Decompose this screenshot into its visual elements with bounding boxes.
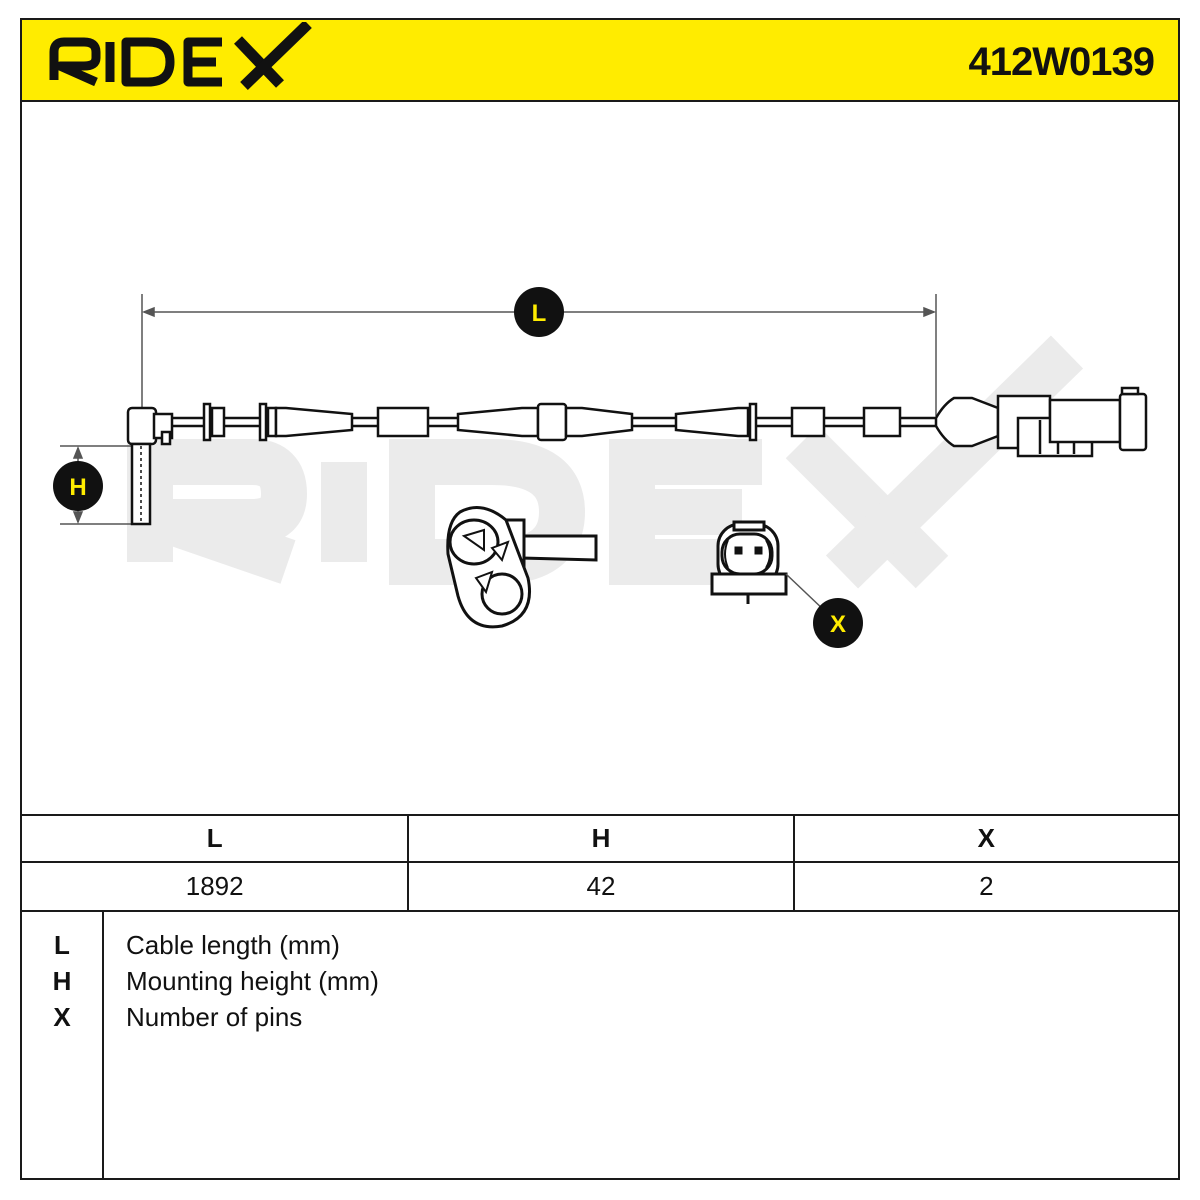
- height-marker-label: H: [69, 474, 86, 501]
- height-marker: H: [53, 461, 103, 511]
- spec-header-pins: X: [792, 816, 1178, 863]
- connector-pin-detail: [710, 520, 788, 604]
- spec-value-pins: 2: [792, 863, 1178, 910]
- sensor-head: [126, 406, 174, 526]
- spec-value-height: 42: [407, 863, 792, 910]
- ridex-watermark: [127, 335, 1084, 589]
- product-sheet: 412W0139 L: [20, 18, 1180, 1180]
- sensor-head-detail: [446, 506, 598, 629]
- spec-value-length: 1892: [185, 871, 244, 901]
- part-number: 412W0139: [968, 40, 1155, 84]
- legend-text: Number of pins: [126, 1002, 303, 1032]
- legend-key-column: [22, 912, 104, 1178]
- pins-leader: [785, 573, 827, 613]
- spec-table: L H X 1892 42 2: [22, 814, 1178, 912]
- legend-key: H: [52, 966, 72, 996]
- legend-item: H Mounting height (mm): [22, 966, 1178, 1002]
- spec-header-height: H: [407, 816, 793, 863]
- pins-marker-label: X: [830, 611, 846, 638]
- technical-drawing: L H: [22, 102, 1178, 814]
- header-bar: 412W0139: [22, 20, 1178, 102]
- legend-text: Cable length (mm): [126, 930, 340, 960]
- length-marker-label: L: [532, 300, 547, 327]
- sensor-drawing: L H: [53, 287, 1148, 648]
- legend-key: L: [54, 930, 70, 960]
- ridex-logo: [49, 22, 312, 90]
- legend-item: L Cable length (mm): [22, 930, 1178, 966]
- connector: [934, 386, 1148, 458]
- legend-item: X Number of pins: [22, 1002, 1178, 1038]
- spec-header-length: L: [22, 816, 408, 863]
- length-marker: L: [514, 287, 564, 337]
- legend: L Cable length (mm) H Mounting height (m…: [22, 912, 1178, 1178]
- legend-text: Mounting height (mm): [126, 966, 379, 996]
- legend-key: X: [53, 1002, 71, 1032]
- sensor-cable: [172, 402, 936, 442]
- pins-marker: X: [813, 598, 863, 648]
